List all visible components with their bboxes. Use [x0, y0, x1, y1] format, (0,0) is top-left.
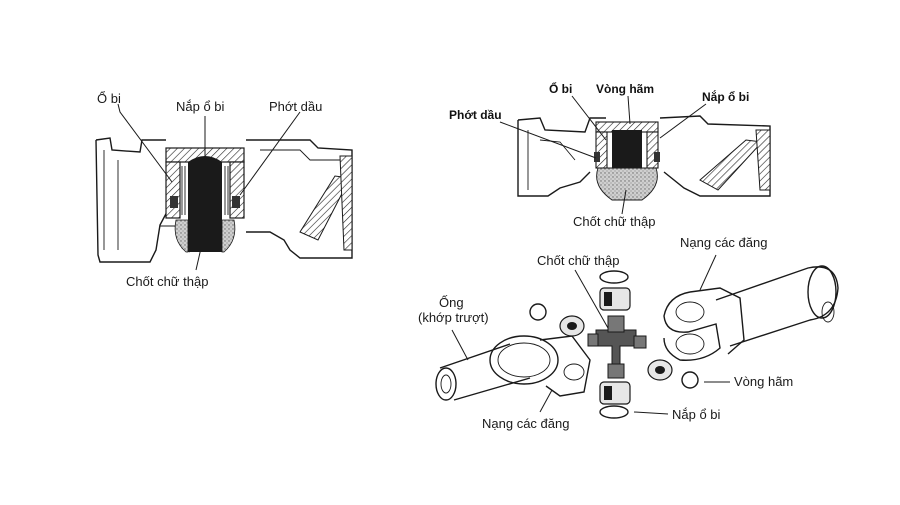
- exploded-label-yoke-bottom: Nạng các đăng: [482, 416, 569, 431]
- right-top-label-oil-seal: Phớt dầu: [449, 108, 502, 122]
- left-label-oil-seal: Phớt dầu: [269, 99, 322, 114]
- right-top-label-snap-ring: Vòng hãm: [596, 82, 654, 96]
- exploded-label-tube-line2: (khớp trượt): [418, 310, 489, 325]
- exploded-label-yoke-top: Nạng các đăng: [680, 235, 767, 250]
- left-leader-lines: [117, 103, 301, 271]
- right-top-label-cross-pin: Chốt chữ thập: [573, 214, 655, 229]
- exploded-label-bearing-cap: Nắp ổ bi: [672, 407, 721, 422]
- exploded-leader-lines: [451, 254, 730, 415]
- right-top-section-drawing: [517, 115, 771, 201]
- left-section-drawing: [95, 137, 353, 263]
- exploded-view-drawing: [435, 265, 839, 419]
- left-label-bearing-cap: Nắp ổ bi: [176, 99, 225, 114]
- right-top-label-bearing: Ổ bi: [549, 81, 572, 96]
- exploded-label-cross-pin: Chốt chữ thập: [537, 253, 619, 268]
- exploded-label-tube-line1: Ống: [439, 295, 464, 310]
- left-label-cross-pin: Chốt chữ thập: [126, 274, 208, 289]
- right-top-leader-lines: [499, 95, 707, 215]
- right-top-label-bearing-cap: Nắp ổ bi: [702, 89, 749, 104]
- exploded-label-snap-ring: Vòng hãm: [734, 374, 793, 389]
- left-label-bearing: Ổ bi: [97, 91, 121, 106]
